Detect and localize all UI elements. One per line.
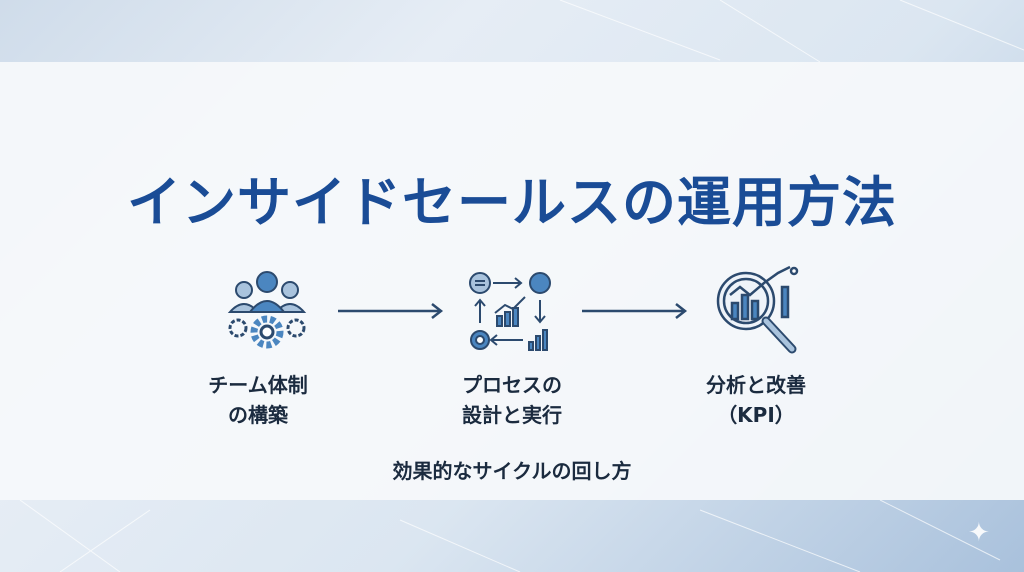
step-label-team: チーム体制の構築	[158, 370, 358, 430]
team-gears-icon	[227, 271, 307, 349]
arrow-right-icon	[338, 303, 444, 319]
step-label-analysis: 分析と改善 （KPI）	[656, 370, 856, 430]
magnifier-chart-icon	[716, 265, 799, 354]
step-line: チーム体制	[208, 373, 308, 397]
sparkle-icon: ✦	[968, 518, 990, 548]
process-cycle-icon	[469, 272, 551, 351]
step-line: プロセスの	[462, 373, 562, 397]
page-title: インサイドセールスの運用方法	[127, 171, 897, 234]
step-line: 設計と実行	[462, 403, 562, 427]
arrow-right-icon	[582, 303, 688, 319]
step-line: （KPI）	[717, 403, 795, 427]
step-line: 分析と改善	[706, 373, 806, 397]
step-line: の構築	[228, 403, 288, 427]
step-label-process: プロセスの設計と実行	[412, 370, 612, 430]
subtitle: 効果的なサイクルの回し方	[392, 459, 632, 483]
content-panel	[0, 62, 1024, 500]
